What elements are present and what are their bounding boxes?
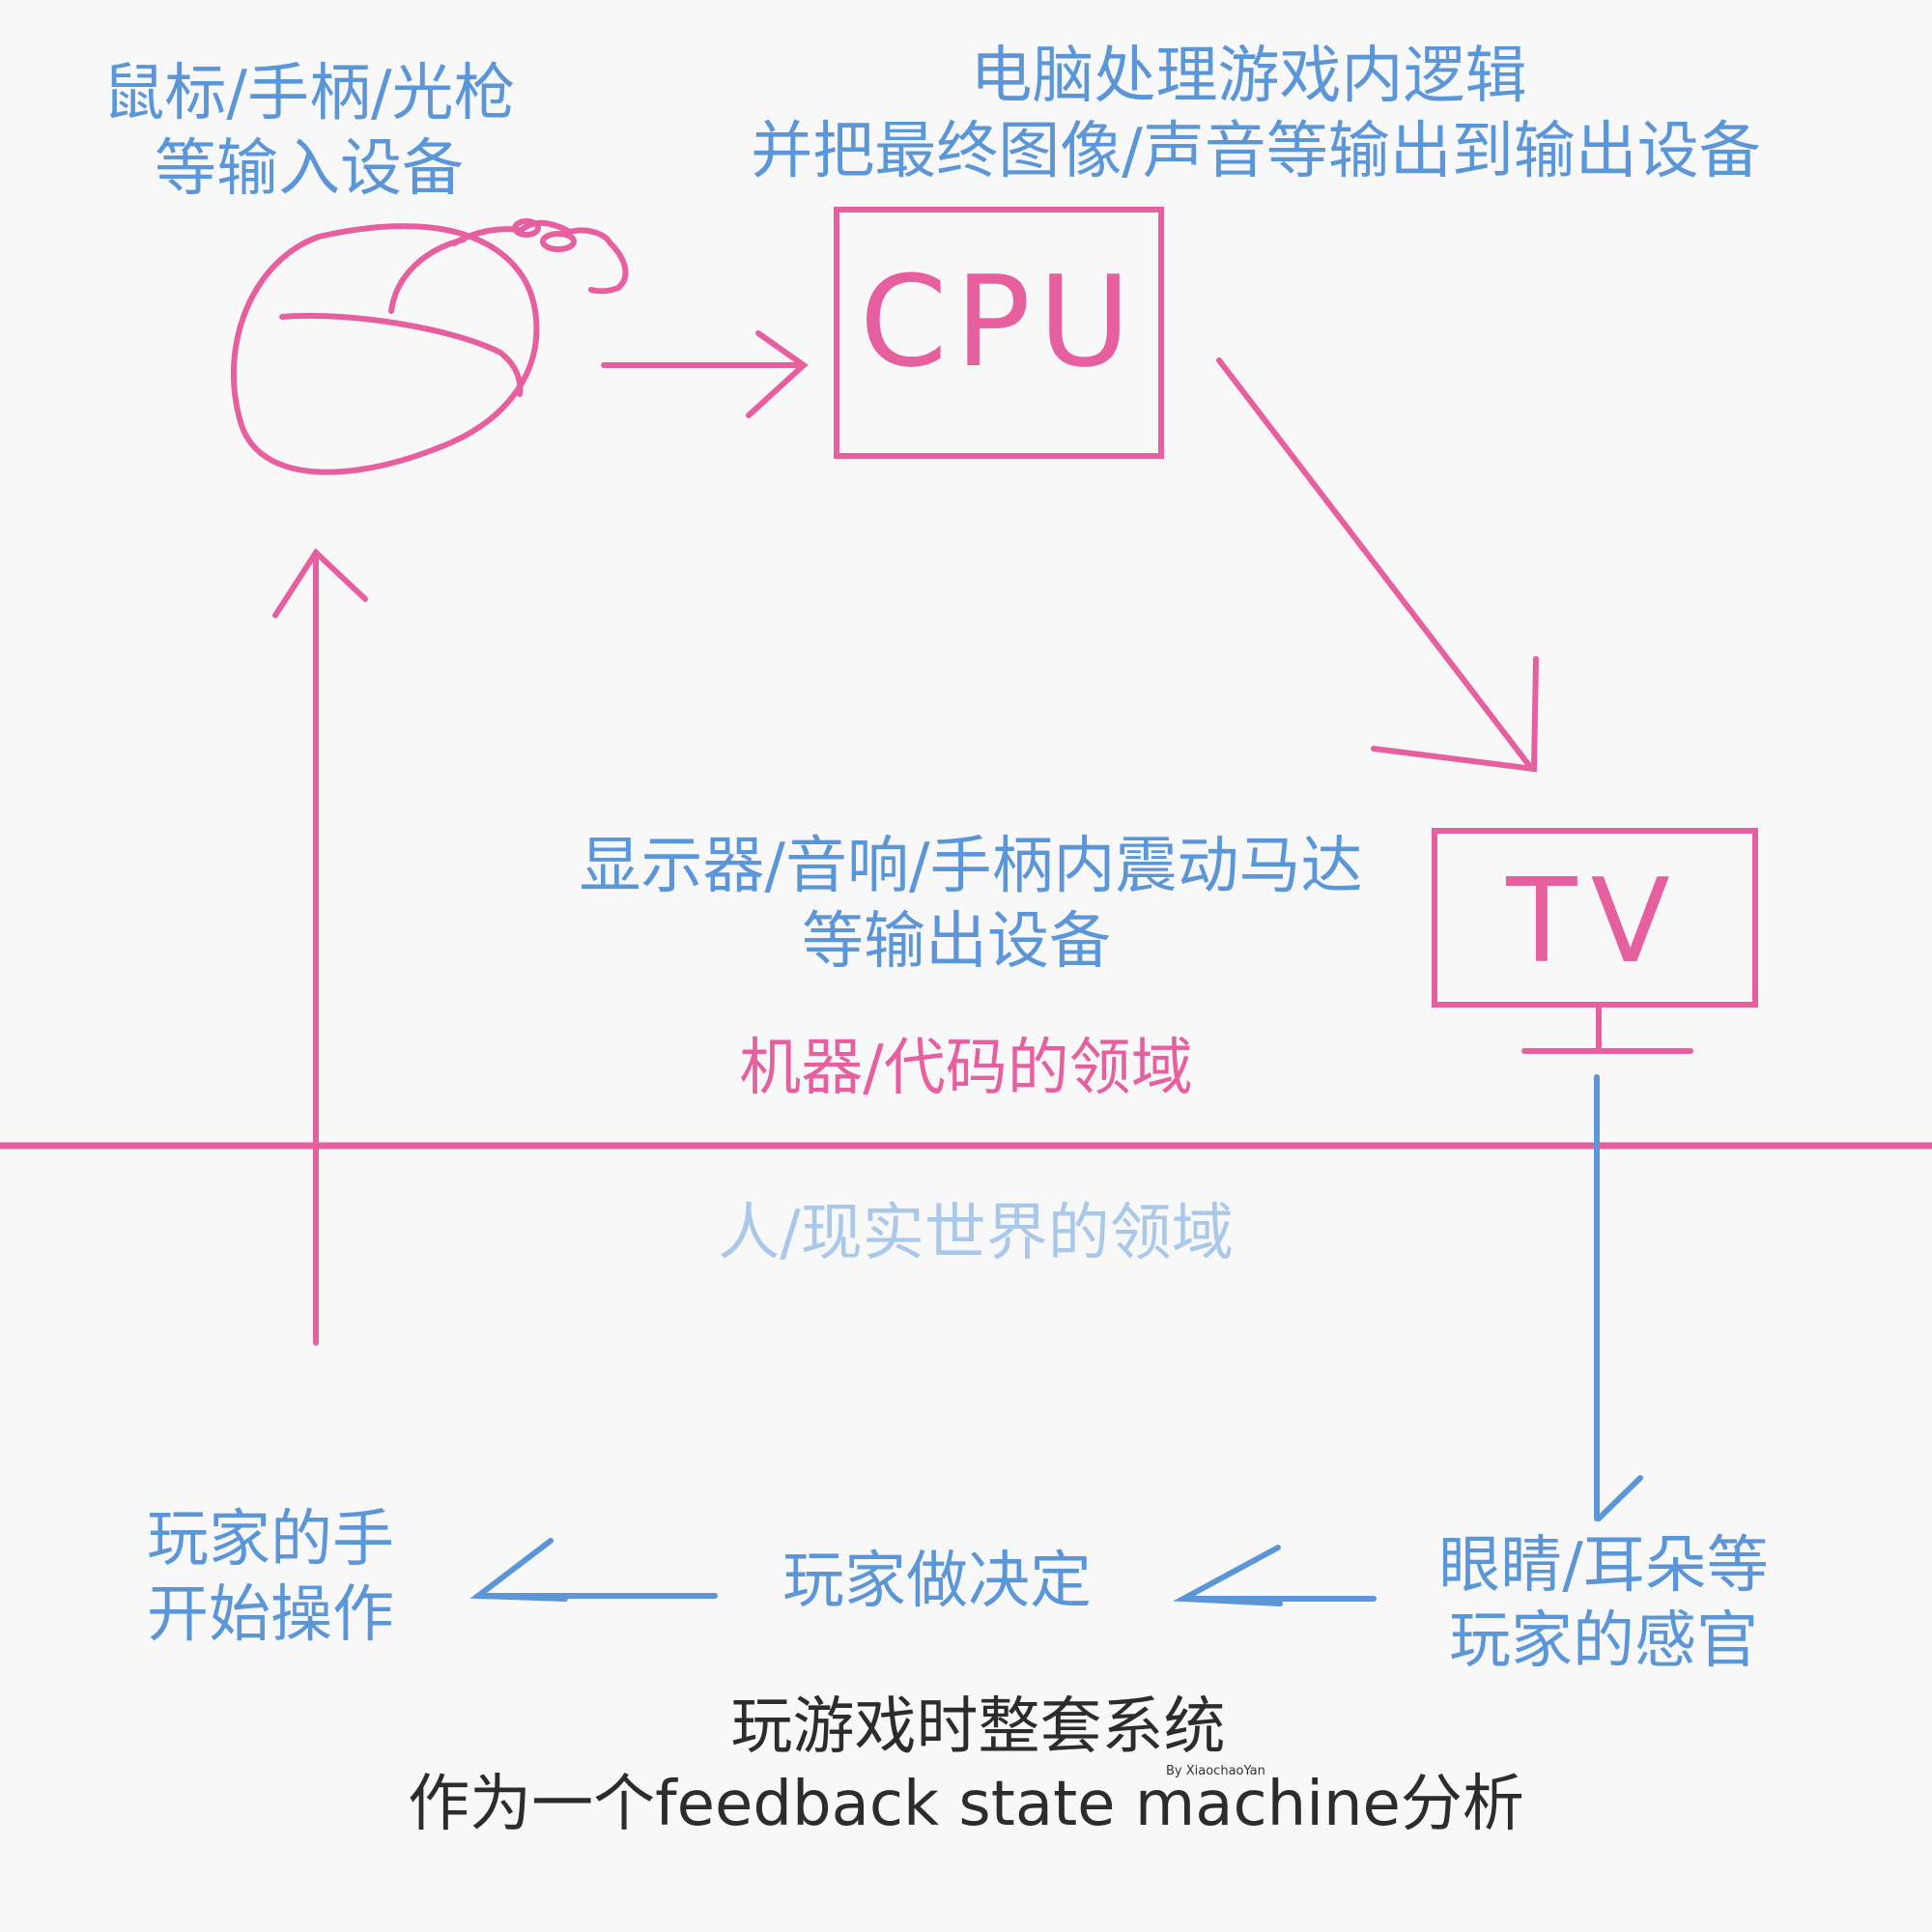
diagram-caption: 玩游戏时整套系统 作为一个feedback state machine分析 (290, 1691, 1642, 1840)
arrow-tv-to-senses (1594, 1074, 1643, 1521)
cpu-label: CPU (859, 248, 1139, 395)
arrow-hands-to-mouse (272, 548, 368, 1346)
caption-line-1: 玩游戏时整套系统 (730, 1691, 1226, 1763)
caption-line-2: 作为一个feedback state machine分析 (408, 1768, 1524, 1840)
tv-label: TV (1506, 855, 1684, 989)
player-hands-line-1: 玩家的手 (147, 1504, 394, 1576)
arrow-decision-to-hands (469, 1538, 718, 1602)
human-domain-label: 人/现实世界的领域 (718, 1198, 1234, 1269)
cpu-processing-label: 电脑处理游戏内逻辑 并把最终图像/声音等输出到输出设备 (657, 39, 1855, 189)
tv-monitor-icon (1432, 828, 1758, 1054)
output-devices-label: 显示器/音响/手柄内震动马达 等输出设备 (512, 829, 1430, 980)
output-devices-line-2: 等输出设备 (802, 906, 1111, 979)
mouse-icon (231, 218, 629, 475)
input-devices-line-2: 等输入设备 (155, 133, 464, 206)
player-hands-line-2: 开始操作 (147, 1579, 394, 1652)
player-senses-line-1: 眼睛/耳朵等 (1438, 1530, 1769, 1602)
input-devices-line-1: 鼠标/手柄/光枪 (102, 58, 516, 129)
cpu-box (834, 207, 1164, 459)
arrow-mouse-to-cpu (601, 330, 809, 418)
cpu-processing-line-1: 电脑处理游戏内逻辑 (970, 41, 1527, 112)
input-devices-label: 鼠标/手柄/光枪 等输入设备 (53, 56, 565, 207)
output-devices-line-1: 显示器/音响/手柄内震动马达 (579, 831, 1363, 902)
player-senses-label: 眼睛/耳朵等 玩家的感官 (1391, 1528, 1816, 1679)
player-decision-label: 玩家做决定 (782, 1546, 1092, 1617)
author-credit: By XiaochaoYan (1166, 1764, 1265, 1778)
player-hands-label: 玩家的手 开始操作 (97, 1502, 444, 1653)
machine-domain-label: 机器/代码的领域 (739, 1033, 1193, 1104)
cpu-processing-line-2: 并把最终图像/声音等输出到输出设备 (751, 116, 1761, 188)
player-senses-line-2: 玩家的感官 (1449, 1605, 1758, 1678)
arrow-cpu-to-tv (1216, 357, 1539, 773)
arrow-senses-to-decision (1173, 1545, 1377, 1606)
